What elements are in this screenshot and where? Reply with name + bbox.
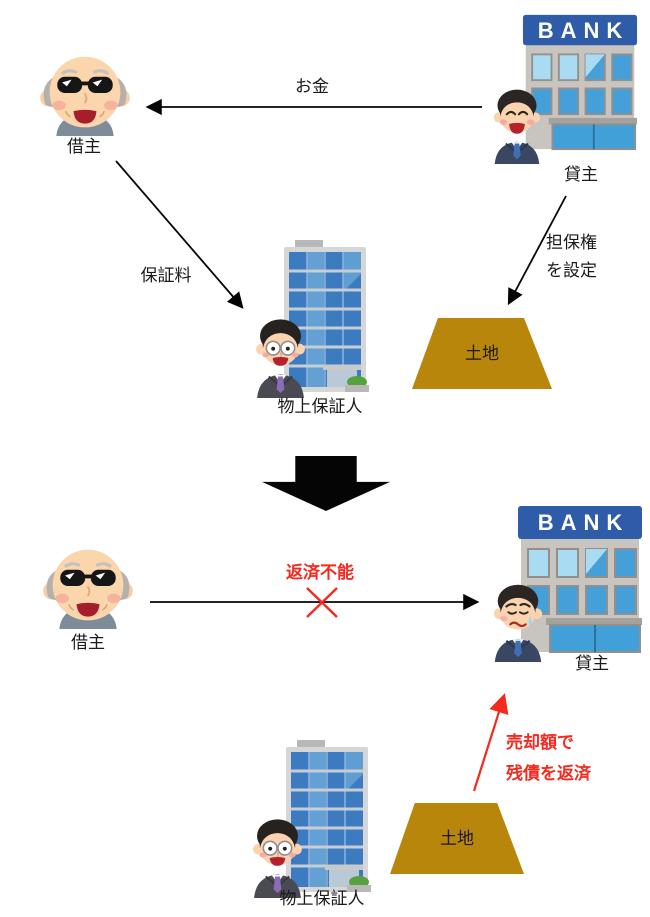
lender-icon: [489, 85, 545, 164]
guarantor-label: 物上保証人: [277, 397, 363, 416]
lender-label: 貸主: [564, 165, 598, 184]
sale-repay-label-line1: 売却額で: [506, 733, 574, 752]
transition-down-arrow-icon: [262, 456, 390, 511]
default-arrow-label: 返済不能: [286, 563, 354, 582]
borrower-icon: [37, 50, 133, 136]
collateral-label-line1: 担保権: [546, 233, 597, 252]
land-icon: 土地: [390, 803, 524, 874]
money-arrow-label: お金: [295, 77, 329, 96]
sale-repay-arrow: [472, 693, 509, 792]
collateral-label: 担保権 を設定: [546, 229, 597, 285]
sale-repay-label-line2: 残債を返済: [506, 764, 591, 783]
sale-repay-label: 売却額で 残債を返済: [506, 727, 591, 789]
borrower-label: 借主: [71, 633, 105, 652]
guarantor-label: 物上保証人: [279, 889, 365, 908]
guarantor-icon: [247, 814, 308, 898]
borrower-icon: [40, 543, 136, 629]
borrower-label: 借主: [67, 137, 101, 156]
guarantor-icon: [250, 314, 311, 398]
lender-label: 貸主: [575, 654, 609, 673]
lender-sad-icon: [489, 577, 547, 662]
land-icon: 土地: [412, 318, 552, 389]
bank-sign: BANK: [537, 510, 630, 535]
guarantee-fee-label: 保証料: [140, 266, 192, 285]
bank-sign: BANK: [537, 18, 630, 43]
land-label: 土地: [465, 343, 499, 363]
collateral-label-line2: を設定: [546, 261, 597, 280]
land-label: 土地: [440, 828, 474, 848]
cross-x-icon: [306, 587, 338, 618]
